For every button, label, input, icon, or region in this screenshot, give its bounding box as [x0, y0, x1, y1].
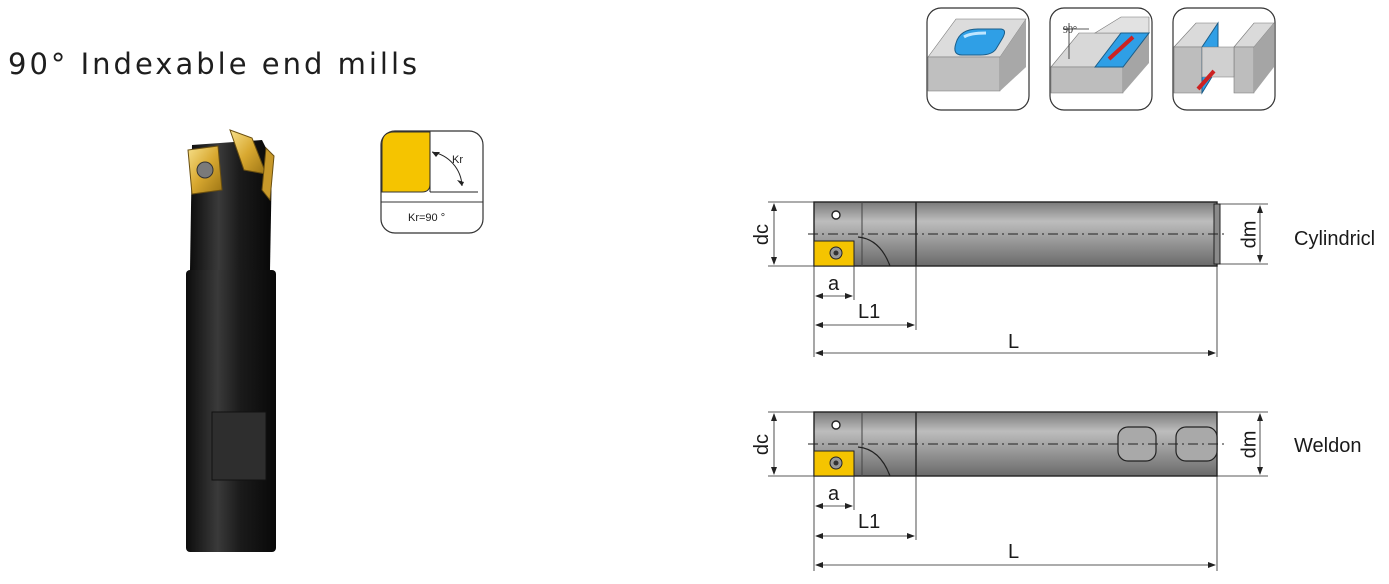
dim-a: a — [828, 273, 840, 295]
kr-label: Kr — [452, 154, 463, 166]
kr-caption: Kr=90 ° — [408, 212, 446, 224]
dim-L: L — [1008, 331, 1020, 353]
drawing-cylindrical: dc dm a L1 L Cylindricl — [748, 185, 1388, 365]
variant-weldon-label: Weldon — [1294, 435, 1362, 457]
application-shoulder-icon: 90° — [1049, 7, 1153, 111]
dim-a: a — [828, 483, 840, 505]
dim-L: L — [1008, 541, 1020, 563]
drawing-weldon: dc dm a L1 L Weldon — [748, 395, 1388, 580]
application-pocket-icon — [926, 7, 1030, 111]
insert-screw — [196, 161, 214, 179]
insert-side — [261, 146, 275, 202]
dim-L1: L1 — [858, 301, 881, 323]
page-title: 90° Indexable end mills — [8, 47, 421, 82]
dim-dc: dc — [751, 223, 774, 246]
shank — [186, 270, 276, 552]
kr-angle-diagram: Kr Kr=90 ° — [380, 130, 484, 234]
weldon-flat — [211, 411, 267, 481]
variant-cylindrical-label: Cylindricl — [1294, 228, 1376, 250]
dim-dc: dc — [751, 433, 774, 456]
application-slot-icon — [1172, 7, 1276, 111]
dim-dm: dm — [1238, 220, 1261, 249]
end-mill-photo — [186, 129, 276, 552]
slot-angle-label: 90° — [1063, 25, 1077, 36]
dim-L1: L1 — [858, 511, 881, 533]
dim-dm: dm — [1238, 430, 1261, 459]
